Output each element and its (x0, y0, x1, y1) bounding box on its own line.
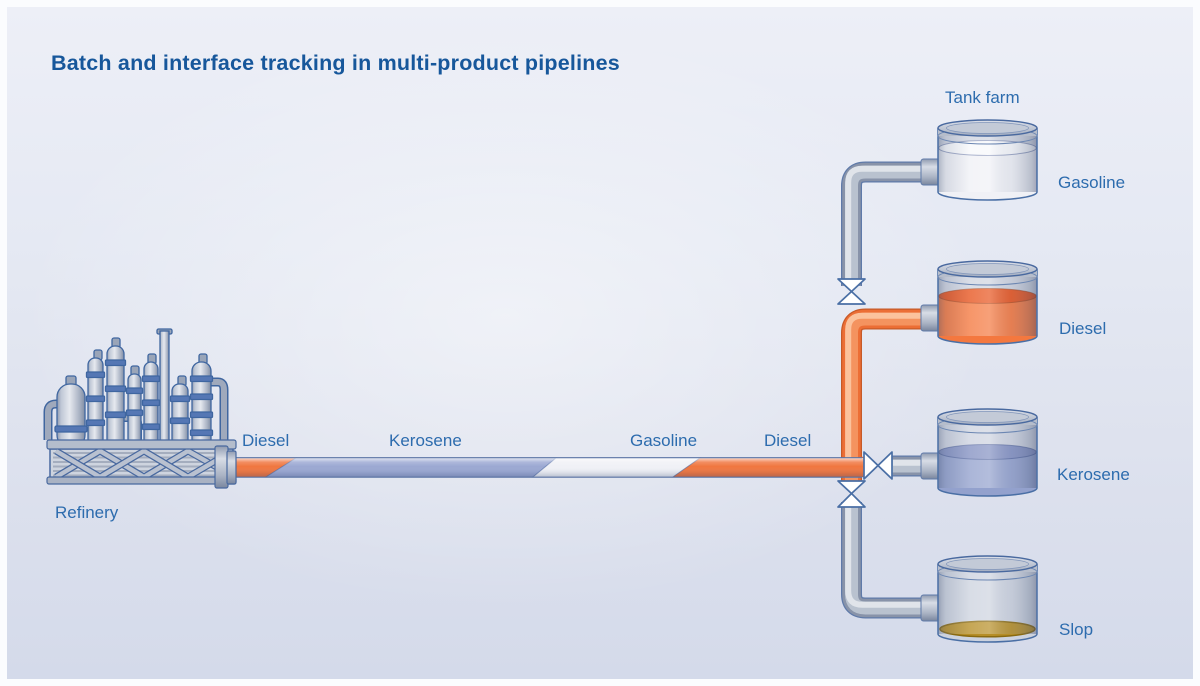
pipeline-shine (234, 458, 864, 477)
batch-label-diesel-1: Diesel (242, 431, 290, 450)
tank-gasoline (937, 119, 1038, 201)
tank-kerosene (937, 408, 1038, 497)
main-pipeline (233, 457, 867, 478)
batch-label-gasoline: Gasoline (630, 431, 698, 450)
pipeline-outline (234, 457, 862, 478)
tank-label-slop: Slop (1059, 620, 1094, 639)
tank-slop (937, 555, 1038, 643)
tank-label-gasoline: Gasoline (1058, 173, 1126, 192)
kerosene-branch-valve-icon (863, 451, 893, 480)
slop-branch-valve-icon (837, 480, 866, 508)
tank-diesel (937, 260, 1038, 345)
diagram-artwork (43, 119, 1038, 643)
refinery-illustration (43, 328, 237, 489)
refinery-label: Refinery (55, 503, 119, 522)
refinery-platform (46, 439, 237, 485)
refinery-outlet-flange (214, 445, 237, 489)
gasoline-branch-valve-icon (837, 278, 866, 305)
tank-farm-label: Tank farm (945, 88, 1020, 107)
slop-branch-pipe (841, 500, 930, 619)
tank-label-diesel: Diesel (1059, 319, 1107, 338)
batch-label-kerosene: Kerosene (389, 431, 462, 450)
diagram-title: Batch and interface tracking in multi-pr… (51, 51, 620, 75)
batch-label-diesel-2: Diesel (764, 431, 812, 450)
tank-label-kerosene: Kerosene (1057, 465, 1130, 484)
gasoline-branch-pipe (841, 161, 930, 286)
tank-nozzles (920, 158, 941, 622)
